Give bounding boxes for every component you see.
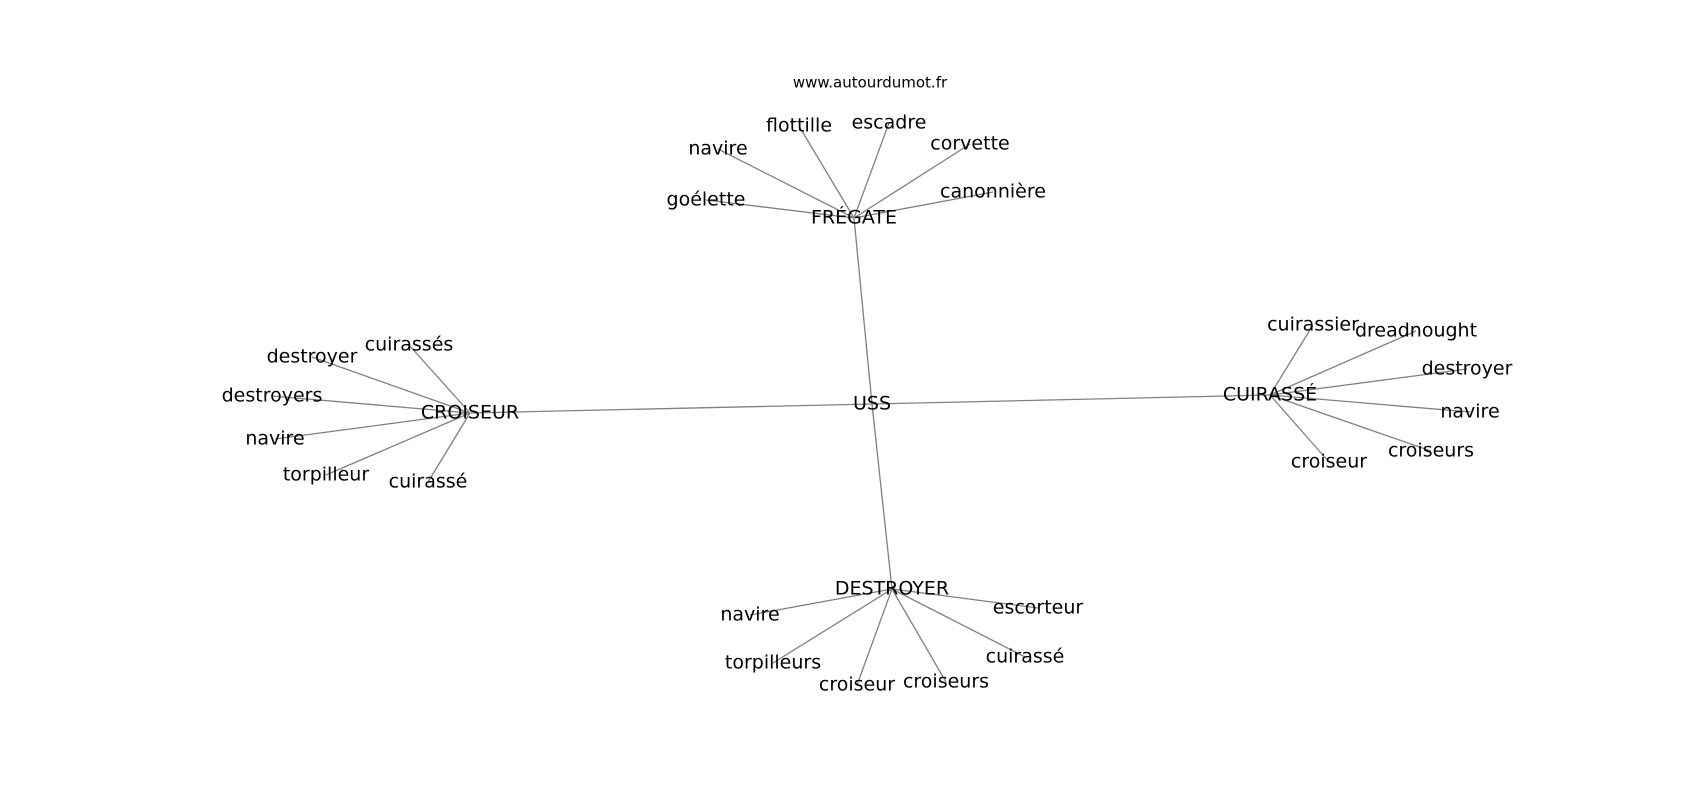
node-croiseur-destroyers: destroyers xyxy=(222,385,323,407)
edge-croiseur-torpilleur xyxy=(325,412,471,476)
edge-fregate-navire xyxy=(717,148,855,219)
node-cuirasse-cuirassier: cuirassier xyxy=(1267,314,1359,336)
edge-destroyer-croiseurs xyxy=(891,588,947,683)
edge-uss-croiseur xyxy=(469,403,873,414)
edge-fregate-canonniere xyxy=(853,191,994,219)
edge-destroyer-navire xyxy=(749,588,893,616)
edge-uss-fregate xyxy=(853,217,873,405)
edge-destroyer-croiseur xyxy=(856,588,893,686)
node-hub-fregate: FRÉGATE xyxy=(811,206,897,229)
node-cuirasse-croiseur: croiseur xyxy=(1291,451,1367,473)
node-croiseur-cuirasse: cuirassé xyxy=(389,471,468,493)
edge-cuirasse-croiseurs xyxy=(1269,394,1432,452)
edge-uss-destroyer xyxy=(871,403,893,590)
node-hub-destroyer: DESTROYER xyxy=(835,578,949,600)
node-cuirasse-croiseurs: croiseurs xyxy=(1388,440,1474,462)
edge-fregate-goelette xyxy=(705,199,855,219)
node-fregate-corvette: corvette xyxy=(930,133,1009,155)
node-destroyer-cuirasse: cuirassé xyxy=(986,646,1065,668)
edge-destroyer-torpilleurs xyxy=(772,588,893,664)
node-fregate-flottille: flottille xyxy=(766,115,832,137)
node-croiseur-destroyer: destroyer xyxy=(267,346,358,368)
node-destroyer-torpilleurs: torpilleurs xyxy=(725,652,821,674)
edge-fregate-flottille xyxy=(798,125,855,219)
node-croiseur-torpilleur: torpilleur xyxy=(283,464,370,486)
labels-layer: www.autourdumot.fr USS FRÉGATE goélette nav… xyxy=(222,74,1513,696)
edge-cuirasse-croiseur xyxy=(1269,394,1330,463)
node-cuirasse-destroyer: destroyer xyxy=(1422,358,1513,380)
node-croiseur-navire: navire xyxy=(245,428,304,450)
node-destroyer-croiseur: croiseur xyxy=(819,674,895,696)
edge-croiseur-cuirasses xyxy=(408,344,471,414)
edge-croiseur-destroyers xyxy=(271,395,471,414)
edge-fregate-escadre xyxy=(853,122,890,219)
edge-cuirasse-cuirassier xyxy=(1269,324,1314,396)
edge-cuirasse-destroyer xyxy=(1269,368,1468,396)
node-cuirasse-dreadnought: dreadnought xyxy=(1355,320,1477,342)
node-fregate-canonniere: canonnière xyxy=(940,181,1046,203)
source-label: www.autourdumot.fr xyxy=(793,74,948,92)
edge-fregate-corvette xyxy=(853,143,971,219)
edge-croiseur-navire xyxy=(274,412,471,440)
node-destroyer-escorteur: escorteur xyxy=(993,597,1084,619)
node-hub-croiseur: CROISEUR xyxy=(421,402,519,424)
edge-uss-cuirasse xyxy=(871,394,1271,405)
node-hub-cuirasse: CUIRASSÉ xyxy=(1223,383,1317,406)
edge-destroyer-cuirasse xyxy=(891,588,1026,658)
node-fregate-goelette: goélette xyxy=(667,189,746,211)
edge-croiseur-cuirasse xyxy=(427,412,471,483)
node-fregate-navire: navire xyxy=(688,138,747,160)
edge-destroyer-escorteur xyxy=(891,588,1039,609)
edges-layer xyxy=(271,122,1471,686)
edge-croiseur-destroyer xyxy=(311,356,471,414)
edge-cuirasse-dreadnought xyxy=(1269,330,1417,396)
node-croiseur-cuirasses: cuirassés xyxy=(365,334,454,356)
node-destroyer-croiseurs: croiseurs xyxy=(903,671,989,693)
node-center-uss: USS xyxy=(853,393,891,415)
edge-cuirasse-navire xyxy=(1269,394,1471,413)
node-fregate-escadre: escadre xyxy=(852,112,927,134)
node-destroyer-navire: navire xyxy=(720,604,779,626)
node-cuirasse-navire: navire xyxy=(1440,401,1499,423)
